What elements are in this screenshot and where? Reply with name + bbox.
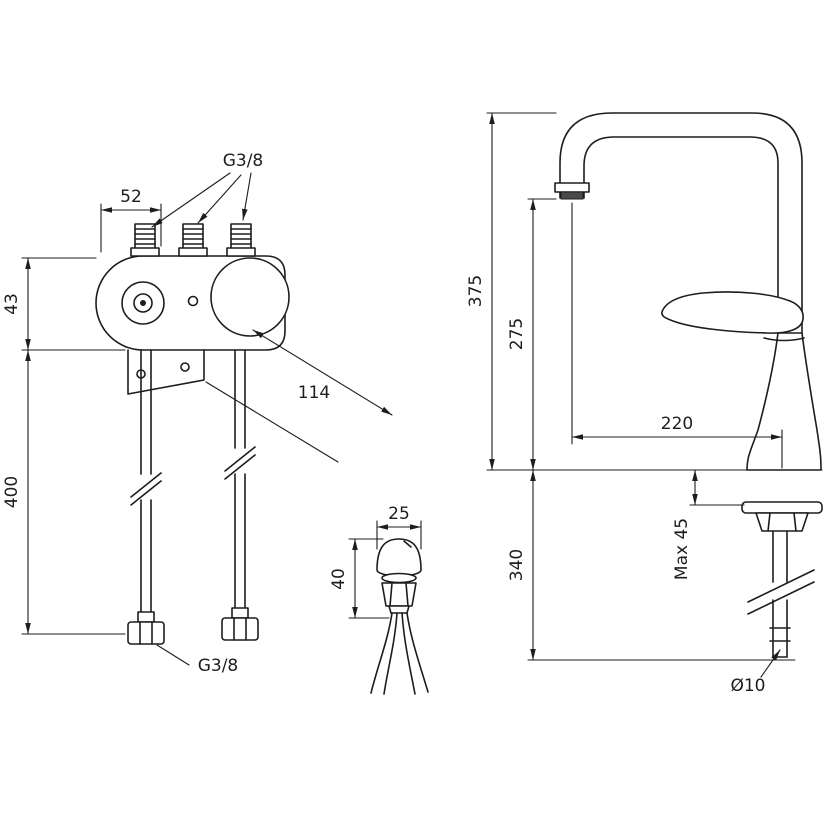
- dimension-375: 375: [466, 112, 557, 471]
- inlet-port: [130, 223, 160, 257]
- dim-max45-label: Max 45: [672, 518, 692, 580]
- dimension-52: 52: [100, 187, 162, 253]
- pipe-break-mark: [747, 569, 815, 615]
- supply-pipe: [769, 530, 791, 658]
- lever-handle: [661, 291, 804, 334]
- stud-hoses: [370, 612, 429, 695]
- dim-114-label: 114: [298, 383, 330, 403]
- mounting-bracket: [127, 349, 205, 395]
- valve-housing: [210, 257, 290, 337]
- dim-220-label: 220: [661, 414, 693, 434]
- detail-view: 25 40: [329, 504, 429, 695]
- dim-25-label: 25: [388, 504, 410, 524]
- dimension-25: 25: [376, 504, 422, 550]
- dimension-43: 43: [2, 257, 126, 351]
- side-view: 375 275 220 340 Max 45: [466, 112, 823, 696]
- mounting-stud: [370, 538, 429, 695]
- dimension-220: 220: [571, 202, 783, 469]
- dim-400-label: 400: [2, 476, 22, 508]
- dimension-400: 400: [2, 349, 126, 635]
- callout-thread-top: G3/8: [151, 151, 264, 228]
- thread-bottom-label: G3/8: [198, 656, 239, 676]
- spout-inner: [583, 136, 779, 303]
- dimension-diameter-10: Ø10: [730, 649, 781, 696]
- pipe-break-mark: [224, 446, 256, 480]
- aerator: [560, 191, 584, 200]
- end-cap-detail: [121, 281, 199, 325]
- manifold-block: [95, 255, 290, 351]
- dimension-275: 275: [507, 198, 557, 471]
- dim-43-label: 43: [2, 293, 22, 315]
- dim-275-label: 275: [507, 318, 527, 350]
- dimension-340: 340: [507, 469, 796, 661]
- spout-tip: [554, 182, 590, 193]
- detail-hex-nut: [381, 582, 417, 607]
- dimension-114: 114: [205, 329, 393, 463]
- supply-hose-left: [130, 349, 162, 623]
- dim-375-label: 375: [466, 275, 486, 307]
- dim-dia10-label: Ø10: [730, 676, 765, 696]
- pipe-break-mark: [130, 472, 162, 506]
- dim-40-label: 40: [329, 568, 349, 590]
- callout-thread-bottom: G3/8: [156, 644, 239, 676]
- dimension-max-45: Max 45: [672, 469, 745, 580]
- thread-top-label: G3/8: [223, 151, 264, 171]
- faucet-body: [746, 332, 822, 471]
- hose-nut-right: [221, 607, 259, 641]
- mounting-washer: [741, 501, 823, 514]
- rear-view: G3/8 52 43 400 114: [2, 151, 393, 676]
- inlet-port: [226, 223, 256, 257]
- dimension-40: 40: [329, 538, 390, 619]
- dim-52-label: 52: [120, 187, 142, 207]
- hose-nut-left: [127, 611, 165, 645]
- mounting-nut: [755, 512, 809, 532]
- supply-hose-right: [224, 349, 256, 619]
- spout-outer: [559, 112, 803, 334]
- under-deck-mounting: [741, 501, 823, 658]
- threaded-inlets: [130, 223, 256, 257]
- inlet-port: [178, 223, 208, 257]
- dim-340-label: 340: [507, 549, 527, 581]
